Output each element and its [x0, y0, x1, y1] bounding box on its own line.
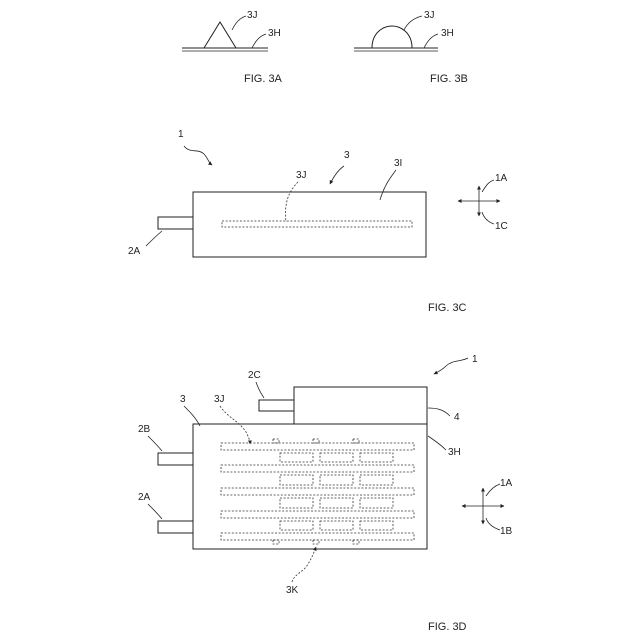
fig-3c-label-device: 1 [178, 129, 184, 140]
grid-cell [280, 498, 313, 508]
fig-3d-module-body [294, 387, 427, 424]
fig-3a-caption: FIG. 3A [244, 73, 283, 85]
fig-3d-label-dir-up: 1A [500, 478, 513, 489]
fig-3c-label-dir-down: 1C [495, 221, 508, 232]
grid-row-strip-3 [221, 488, 414, 495]
fig-3c-leader-electrode-sheet [330, 166, 344, 184]
grid-cell [320, 498, 353, 508]
fig-3c-label-surface: 3I [394, 158, 402, 169]
fig-3d-label-tab-b: 2B [138, 424, 151, 435]
grid-cell [360, 498, 393, 508]
fig-3d-dashed-grid [221, 439, 414, 544]
fig-3d-label-tab-c: 2C [248, 370, 261, 381]
fig-3c-leader-dir-down [482, 212, 494, 224]
grid-row-strip-1 [221, 443, 414, 450]
fig-3d-leader-electrode-sheet [184, 406, 200, 426]
fig-3c-tab [158, 217, 193, 229]
fig-3c-cell-body [193, 192, 426, 257]
grid-cell [280, 475, 313, 485]
fig-3a-triangle-bump [204, 22, 236, 48]
grid-cell [280, 453, 313, 462]
grid-cell [360, 475, 393, 485]
fig-3b-label-base: 3H [441, 28, 454, 39]
fig-3c-caption: FIG. 3C [428, 302, 467, 314]
fig-3b-dome-bump [372, 26, 412, 48]
fig-3d: 1 4 2C 3 3J 3H 2B 2A [138, 354, 513, 633]
grid-cell [320, 453, 353, 462]
fig-3d-label-grid: 3K [286, 585, 299, 596]
fig-3d-label-tab-a: 2A [138, 492, 151, 503]
grid-nub-top [313, 439, 319, 443]
fig-3a-leader-bump [232, 16, 246, 30]
fig-3b: 3J 3H FIG. 3B [354, 10, 468, 85]
fig-3d-label-module: 4 [454, 412, 460, 423]
grid-cell [360, 453, 393, 462]
fig-3c-leader-tab [146, 231, 162, 246]
fig-3c-label-dir-up: 1A [495, 173, 508, 184]
fig-3d-label-ridge: 3J [214, 394, 225, 405]
fig-3c-label-electrode-sheet: 3 [344, 150, 350, 161]
grid-cell [360, 521, 393, 530]
grid-nub-top [353, 439, 359, 443]
fig-3c-label-ridge: 3J [296, 170, 307, 181]
grid-cell [280, 521, 313, 530]
fig-3c-leader-dir-up [482, 180, 494, 192]
fig-3c-leader-device [184, 146, 212, 165]
fig-3a-leader-base [252, 34, 266, 48]
fig-3c-leader-surface [380, 170, 396, 200]
fig-3d-leader-grid [292, 547, 316, 582]
fig-3d-leader-surface [428, 436, 446, 450]
fig-3d-tab-c [259, 400, 294, 411]
fig-3b-label-bump: 3J [424, 10, 435, 21]
fig-3b-leader-base [424, 34, 438, 48]
fig-3d-caption: FIG. 3D [428, 621, 467, 633]
fig-3d-leader-tab-c [256, 382, 264, 398]
fig-3b-caption: FIG. 3B [430, 73, 468, 85]
fig-3d-leader-tab-a [148, 504, 162, 519]
grid-cell [320, 475, 353, 485]
grid-nub-bottom [273, 540, 279, 544]
grid-cell [320, 521, 353, 530]
fig-3d-label-device: 1 [472, 354, 478, 365]
grid-nub-bottom [353, 540, 359, 544]
fig-3c-label-tab: 2A [128, 246, 141, 257]
fig-3d-tab-a [158, 521, 193, 533]
fig-3d-label-dir-down: 1B [500, 526, 513, 537]
fig-3d-leader-module [428, 408, 450, 416]
fig-3c-direction-indicator: 1A 1C [458, 173, 508, 232]
fig-3d-leader-ridge [220, 406, 250, 444]
fig-3d-direction-indicator: 1A 1B [462, 478, 513, 537]
fig-3c-ridge-dashed [222, 221, 412, 227]
grid-row-strip-2 [221, 465, 414, 472]
fig-3d-tab-b [158, 453, 193, 465]
fig-3d-leader-dir-up [486, 484, 500, 496]
fig-3d-leader-tab-b [148, 436, 162, 451]
fig-3d-leader-dir-down [486, 518, 500, 530]
grid-row-strip-5 [221, 533, 414, 540]
fig-3d-label-surface: 3H [448, 447, 461, 458]
fig-3d-leader-device [434, 358, 468, 374]
grid-row-strip-4 [221, 511, 414, 518]
fig-3b-leader-bump [404, 16, 422, 30]
fig-3c: 1 3 3J 3I 2A 1A 1C FIG. 3C [128, 129, 508, 314]
grid-nub-top [273, 439, 279, 443]
fig-3a: 3J 3H FIG. 3A [182, 10, 283, 85]
fig-3a-label-bump: 3J [247, 10, 258, 21]
grid-nub-bottom [313, 540, 319, 544]
fig-3a-label-base: 3H [268, 28, 281, 39]
fig-3c-leader-ridge [286, 182, 299, 222]
fig-3d-label-electrode-sheet: 3 [180, 394, 186, 405]
